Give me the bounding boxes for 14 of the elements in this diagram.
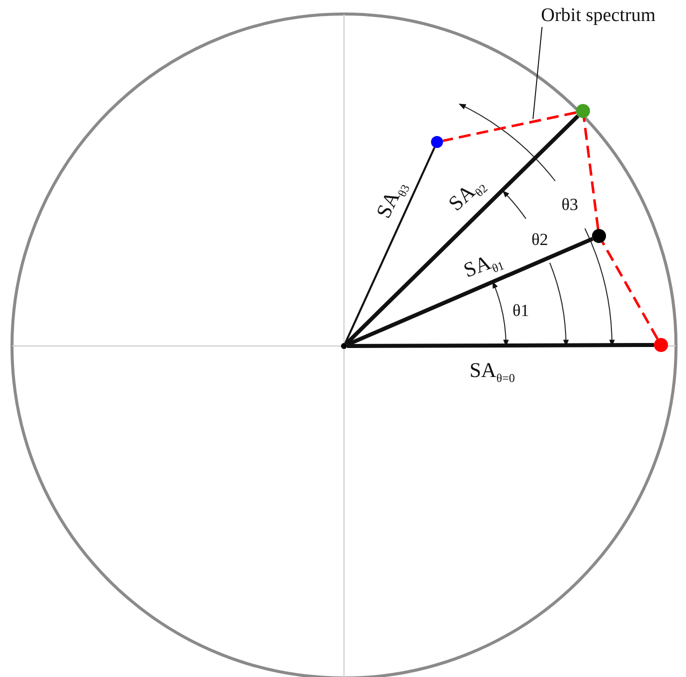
leader-line [532, 26, 542, 120]
dashed-connector [442, 111, 576, 142]
point-dot [576, 104, 590, 118]
callout-text: Orbit spectrum [541, 5, 656, 27]
angle-label: θ1 [512, 301, 530, 321]
angle-label: θ2 [532, 230, 548, 250]
point-dot [341, 343, 347, 349]
point-dot [654, 338, 668, 352]
point-dot [431, 136, 443, 148]
dashed-connector [601, 241, 659, 340]
edge-label: SA$_{θ=0}$ [470, 358, 515, 386]
angle-label: θ3 [562, 195, 578, 215]
point-dot [592, 229, 606, 243]
dashed-connector [582, 118, 600, 230]
